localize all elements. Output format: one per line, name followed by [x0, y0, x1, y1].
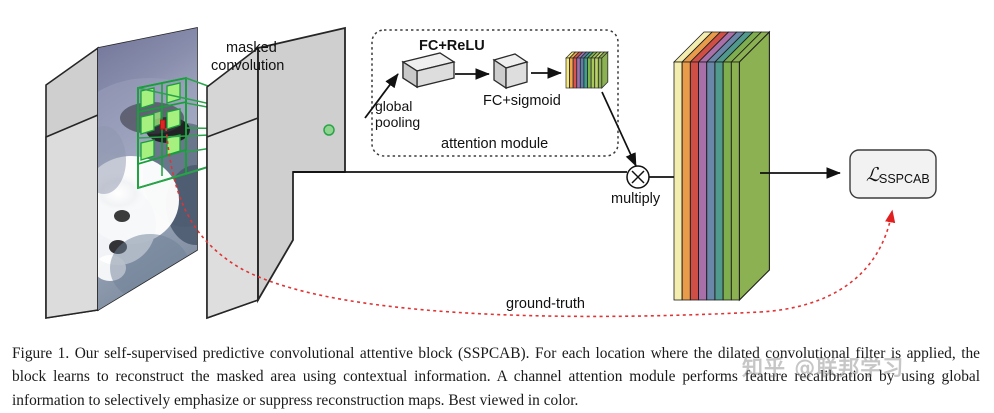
ground-truth-path-right: [759, 209, 896, 313]
fc-sigmoid-cube: [492, 53, 529, 90]
masked-convolution-label-line2: convolution: [211, 58, 284, 74]
rabbit-photo: [98, 28, 197, 310]
ground-truth-path-left: [165, 127, 761, 318]
figure-caption: Figure 1. Our self-supervised predictive…: [12, 345, 980, 409]
attention-module-label: attention module: [441, 136, 548, 152]
attention-to-multiply-arrow: [601, 91, 637, 167]
loss-subscript: SSPCAB: [879, 172, 930, 186]
fc-relu-label: FC+ReLU: [419, 38, 485, 54]
loss-symbol: ℒ: [866, 165, 881, 186]
reconstruction-output-volume: [673, 30, 771, 302]
sspcab-architecture-diagram: masked convolution global pooling FC+ReL…: [45, 26, 937, 320]
global-pooling-label-line1: global: [375, 98, 412, 114]
attention-module-box: [371, 29, 619, 157]
global-pooling-label-line2: pooling: [375, 114, 420, 130]
input-image-slab: [45, 27, 198, 319]
masked-convolution-label-line1: masked: [226, 40, 277, 56]
attention-channel-vector: [565, 51, 609, 89]
masked-convolution-kernel: [137, 76, 187, 190]
fc-relu-cuboid: [401, 52, 456, 89]
multiply-label: multiply: [611, 191, 661, 207]
ground-truth-label: ground-truth: [506, 296, 585, 312]
fc-sigmoid-label: FC+sigmoid: [483, 93, 561, 109]
loss-box: ℒ SSPCAB: [849, 149, 937, 199]
global-pooling-arrow: [364, 73, 399, 119]
multiply-node: [626, 165, 650, 189]
